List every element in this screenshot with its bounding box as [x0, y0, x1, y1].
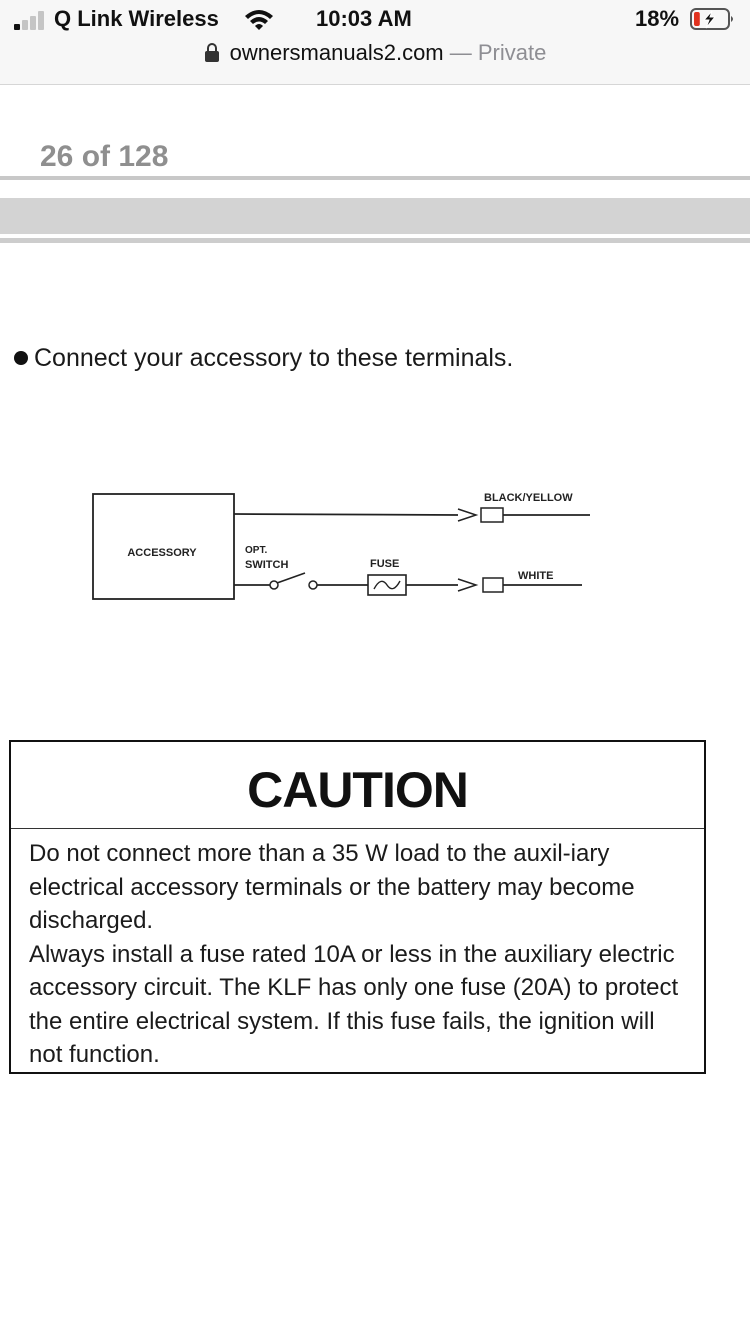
- wire-bottom-label: WHITE: [518, 570, 553, 582]
- caution-paragraph: Always install a fuse rated 10A or less …: [29, 940, 679, 1069]
- accessory-label: ACCESSORY: [127, 547, 197, 559]
- switch-lever: [276, 572, 306, 584]
- address-domain: ownersmanuals2.com: [229, 40, 444, 65]
- clock: 10:03 AM: [316, 6, 412, 31]
- wire-top-label: BLACK/YELLOW: [484, 492, 573, 504]
- terminal-bottom: [482, 577, 504, 593]
- page-separator-band: [0, 198, 750, 234]
- caution-body: Do not connect more than a 35 W load to …: [11, 829, 704, 1072]
- private-mode-label: — Private: [449, 40, 547, 65]
- carrier-name: Q Link Wireless: [54, 6, 219, 31]
- address-bar[interactable]: ownersmanuals2.com — Private: [0, 40, 750, 74]
- switch-label-line2: SWITCH: [245, 559, 288, 571]
- cellular-signal-icon: [14, 10, 48, 30]
- battery-percentage: 18%: [635, 6, 680, 31]
- page-counter: 26 of 128: [40, 140, 169, 173]
- bullet-icon: [14, 351, 28, 365]
- caution-title: CAUTION: [11, 742, 704, 829]
- wifi-icon: [245, 10, 273, 30]
- status-bar: Q Link Wireless 10:03 AM 18% ownersmanua…: [0, 0, 750, 85]
- wire-top: [233, 513, 459, 516]
- caution-box: CAUTION Do not connect more than a 35 W …: [9, 740, 706, 1074]
- connector-top: [457, 508, 479, 522]
- caution-paragraph: Do not connect more than a 35 W load to …: [29, 840, 635, 934]
- wiring-diagram: ACCESSORY BLACK/YELLOW OPT. SWITCH FUSE …: [92, 492, 590, 600]
- instruction-text: Connect your accessory to these terminal…: [34, 344, 514, 372]
- switch-contact: [269, 580, 279, 590]
- switch-contact: [308, 580, 318, 590]
- page-divider: [0, 176, 750, 180]
- switch-label-line1: OPT.: [245, 545, 267, 556]
- fuse-label: FUSE: [370, 558, 399, 570]
- page-divider: [0, 238, 750, 243]
- battery-charging-icon: [690, 8, 733, 30]
- lock-icon: [204, 43, 219, 62]
- accessory-box: [92, 493, 235, 600]
- connector-bottom: [457, 578, 479, 592]
- terminal-top: [480, 507, 504, 523]
